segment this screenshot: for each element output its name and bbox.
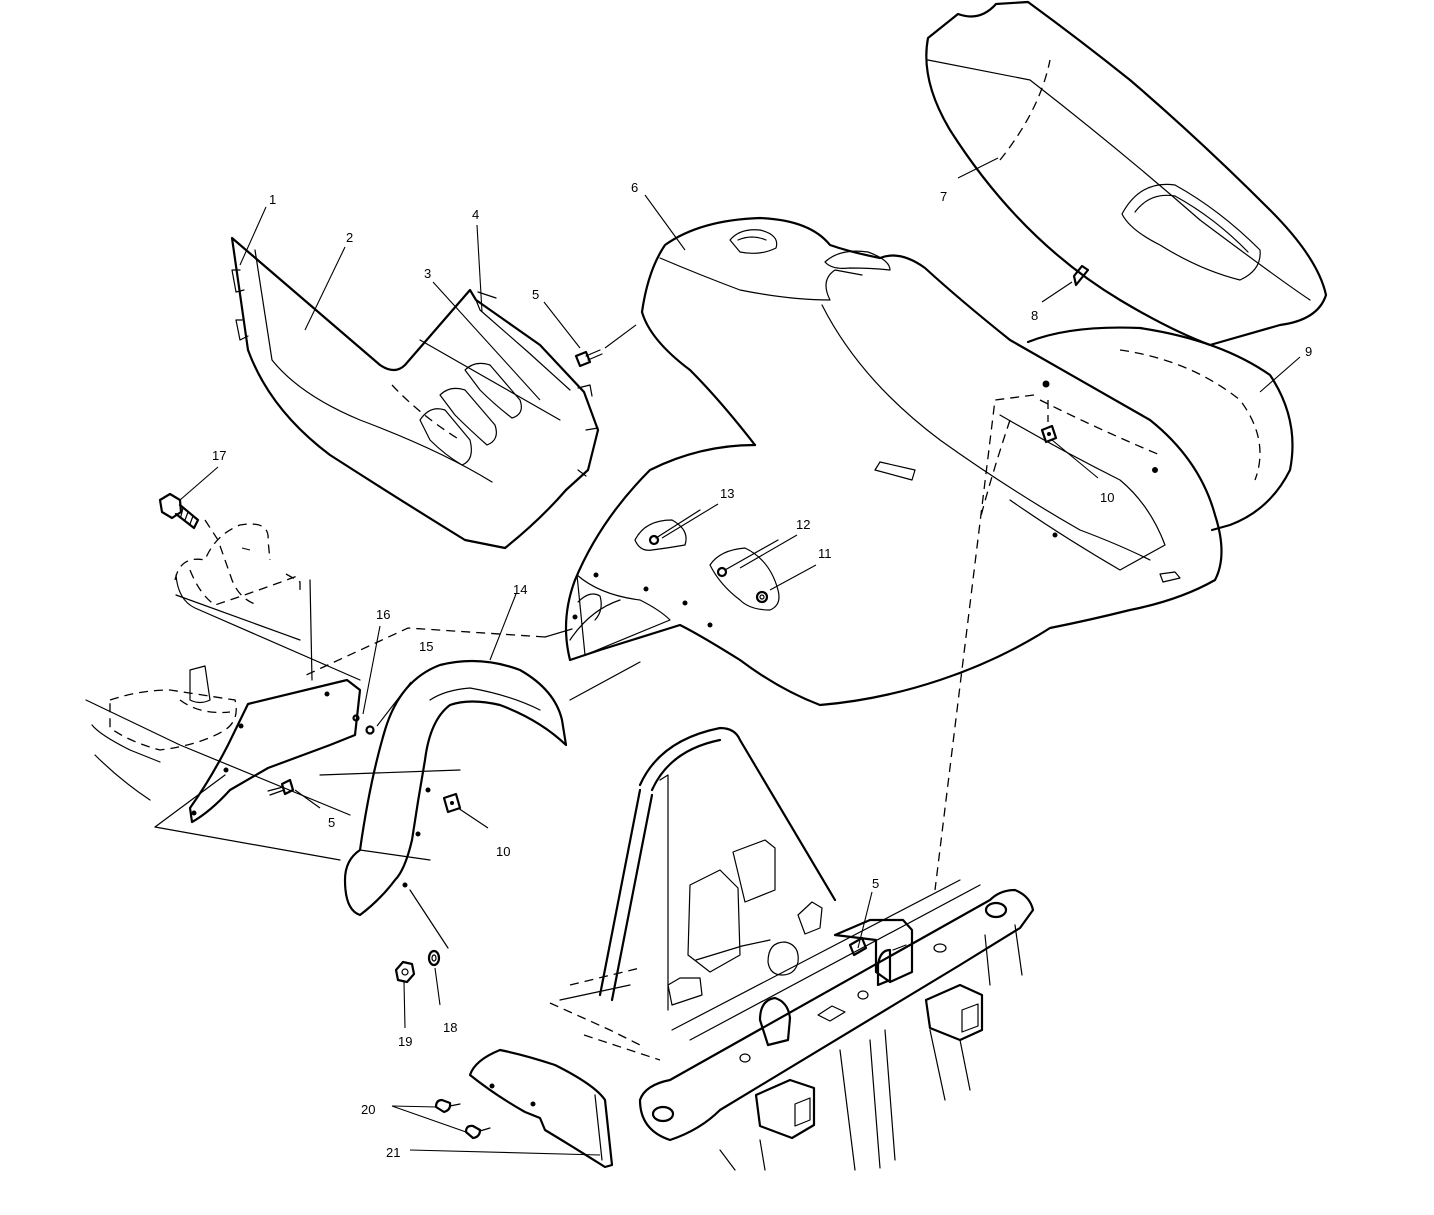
callout-15: 15 (419, 639, 433, 654)
callout-16: 16 (376, 607, 390, 622)
front-fender-part-14 (343, 659, 568, 917)
nut-part-19 (394, 960, 416, 984)
callout-21: 21 (386, 1145, 400, 1160)
footwell-assembly (85, 523, 361, 861)
callout-labels: 1 2 3 4 5 6 7 8 9 10 11 12 13 14 15 16 1… (212, 180, 1312, 1160)
callout-1: 1 (269, 192, 276, 207)
callout-5-lower-left: 5 (328, 815, 335, 830)
callout-10-lower: 10 (496, 844, 510, 859)
callout-18: 18 (443, 1020, 457, 1035)
guard-plate-part-21 (468, 1048, 614, 1169)
callout-3: 3 (424, 266, 431, 281)
washer-part-18 (427, 949, 441, 967)
screw-part-5-lower-left (267, 778, 295, 796)
screws-part-20 (434, 1098, 491, 1140)
footwell-bracket-part-16 (188, 678, 375, 824)
callout-2: 2 (346, 230, 353, 245)
callout-9: 9 (1305, 344, 1312, 359)
callout-12: 12 (796, 517, 810, 532)
callout-leaders (179, 157, 1301, 1156)
nut-part-10-upper (1040, 400, 1058, 444)
callout-13: 13 (720, 486, 734, 501)
screw-part-5-upper (574, 324, 637, 368)
assembly-guide-lines (204, 394, 1035, 1061)
callout-5-frame: 5 (872, 876, 879, 891)
callout-6: 6 (631, 180, 638, 195)
rear-fender-part-9 (1026, 326, 1294, 532)
front-cab-part-6 (564, 216, 1223, 707)
callout-11: 11 (818, 546, 832, 561)
callout-5-upper: 5 (532, 287, 539, 302)
frame-assembly (559, 726, 1035, 1171)
callout-10-upper: 10 (1100, 490, 1114, 505)
callout-20: 20 (361, 1102, 375, 1117)
callout-4: 4 (472, 207, 479, 222)
bolt-part-17 (158, 492, 200, 530)
callout-14: 14 (513, 582, 527, 597)
callout-8: 8 (1031, 308, 1038, 323)
callout-17: 17 (212, 448, 226, 463)
callout-19: 19 (398, 1034, 412, 1049)
callout-7: 7 (940, 189, 947, 204)
side-panel-parts-1-4 (230, 236, 600, 550)
clip-part-8 (1072, 264, 1090, 287)
bracket-part-11-12 (709, 539, 780, 611)
nut-part-10-lower (442, 792, 462, 814)
bracket-part-13 (634, 509, 701, 551)
seat-part-7 (925, 0, 1328, 347)
